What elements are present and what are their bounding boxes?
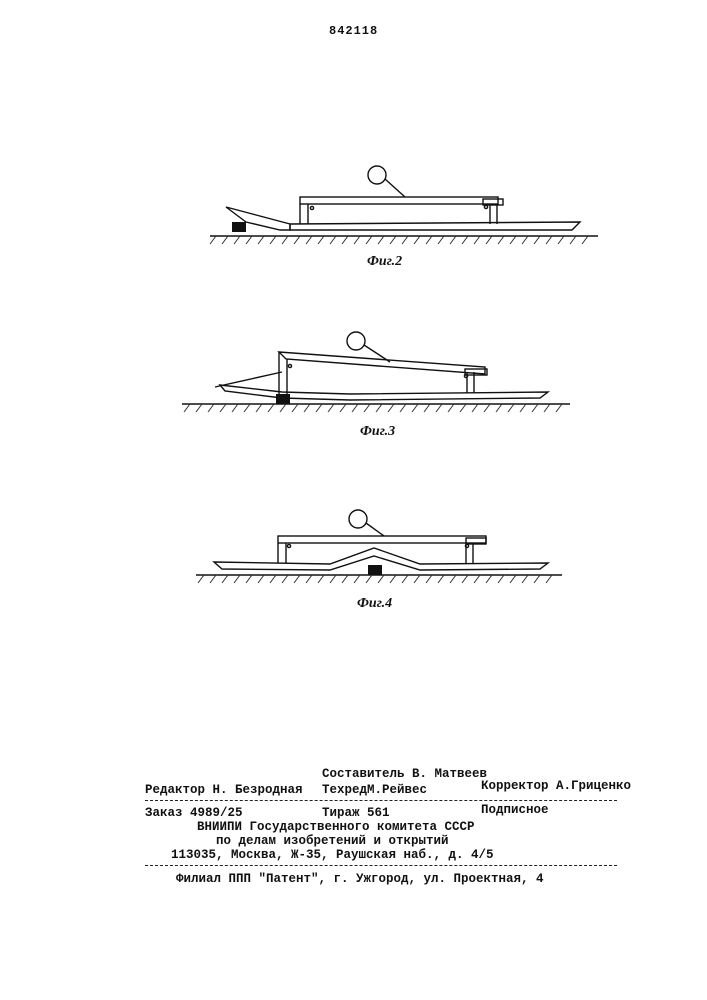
imprint-editor: Редактор Н. Безродная xyxy=(145,783,303,797)
figure-3-caption: Фиг.3 xyxy=(360,424,395,440)
imprint-compiler: Составитель В. Матвеев xyxy=(322,767,487,781)
figure-4-caption: Фиг.4 xyxy=(357,596,392,612)
figure-2-caption: Фиг.2 xyxy=(367,254,402,270)
imprint-divider-top xyxy=(145,800,617,801)
imprint-circulation: Тираж 561 xyxy=(322,806,390,820)
imprint-divider-bottom xyxy=(145,865,617,866)
imprint-order: Заказ 4989/25 xyxy=(145,806,243,820)
imprint-tech-editor: ТехредМ.Рейвес xyxy=(322,783,427,797)
imprint-subscription: Подписное xyxy=(481,803,549,817)
imprint-org-line1: ВНИИПИ Государственного комитета СССР xyxy=(197,820,475,834)
imprint-address: 113035, Москва, Ж-35, Раушская наб., д. … xyxy=(171,848,494,862)
imprint-corrector: Корректор А.Гриценко xyxy=(481,779,631,793)
imprint-org-line2: по делам изобретений и открытий xyxy=(216,834,449,848)
imprint-branch: Филиал ППП "Патент", г. Ужгород, ул. Про… xyxy=(176,872,544,886)
